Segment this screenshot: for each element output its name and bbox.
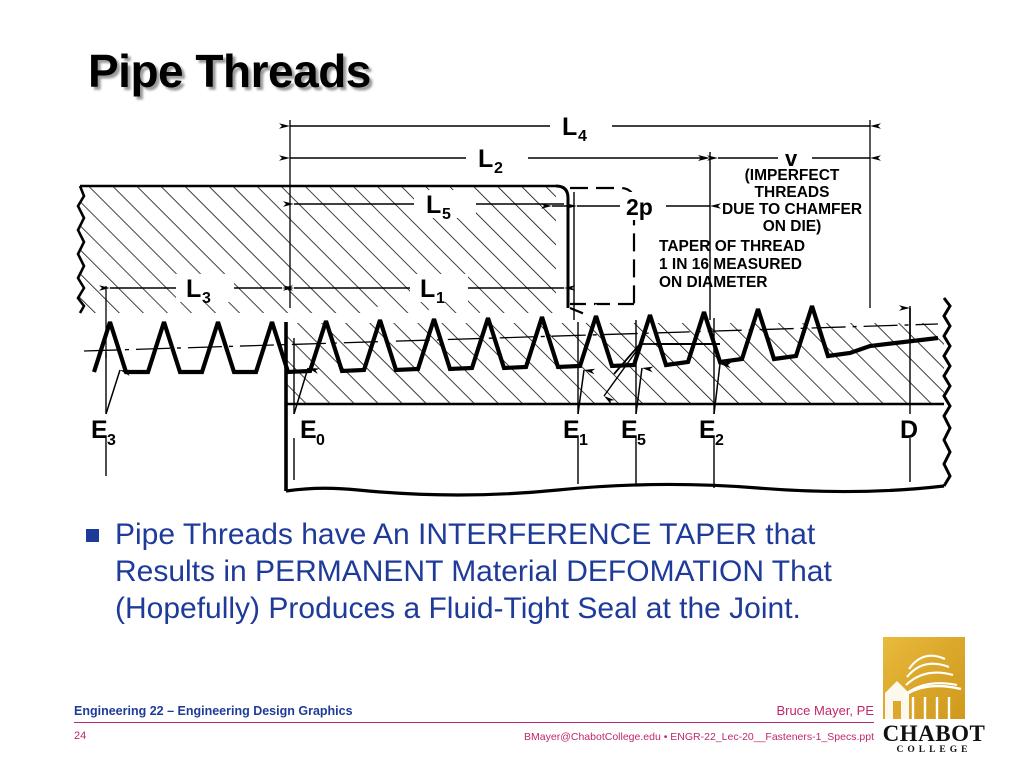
page-title: Pipe Threads bbox=[88, 45, 371, 97]
logo-name-text: CHABOT bbox=[882, 721, 986, 746]
dimension-label-L1: L bbox=[420, 275, 435, 303]
dimension-label-L4: L bbox=[562, 113, 577, 141]
body-content: Pipe Threads have An INTERFERENCE TAPER … bbox=[86, 516, 966, 628]
footer-file-reference: BMayer@ChabotCollege.edu • ENGR-22_Lec-2… bbox=[524, 731, 874, 743]
thread-pitch-centerline bbox=[83, 323, 939, 352]
svg-text:2: 2 bbox=[715, 432, 724, 449]
svg-text:5: 5 bbox=[637, 432, 646, 449]
dimension-label-2p: 2p bbox=[626, 194, 653, 220]
dimension-L5: L 5 bbox=[283, 190, 564, 223]
bottom-dimension-callouts bbox=[105, 305, 911, 488]
dome-line-art bbox=[885, 654, 962, 719]
svg-text:1: 1 bbox=[579, 432, 588, 449]
note-line-1: (IMPERFECT bbox=[745, 167, 840, 184]
dimension-label-E5: E bbox=[621, 416, 638, 444]
svg-text:4: 4 bbox=[578, 128, 587, 145]
svg-text:5: 5 bbox=[442, 206, 451, 223]
thread-profile bbox=[91, 305, 939, 375]
pipe-thread-diagram: L 4 L 2 v (IMPERFECT THREADS bbox=[58, 108, 978, 508]
dimension-label-L5: L bbox=[426, 191, 441, 219]
dimension-label-L3: L bbox=[186, 275, 201, 303]
bottom-dimension-labels: E 3 E 0 E 1 E 5 E 2 D bbox=[91, 416, 918, 449]
dimension-label-v: v bbox=[785, 146, 798, 171]
chabot-college-logo: CHABOT COLLEGE bbox=[875, 637, 993, 759]
root-pointer-arrows bbox=[105, 362, 732, 415]
svg-text:0: 0 bbox=[316, 432, 325, 449]
footer-author-label: Bruce Mayer, PE bbox=[776, 703, 874, 718]
dimension-label-E1: E bbox=[563, 416, 580, 444]
right-pipe-body bbox=[286, 296, 944, 404]
taper-note-line-1: TAPER OF THREAD bbox=[659, 238, 805, 255]
svg-text:1: 1 bbox=[436, 290, 445, 307]
bullet-text: Pipe Threads have An INTERFERENCE TAPER … bbox=[115, 518, 832, 626]
dimension-L1: L 1 bbox=[283, 274, 575, 307]
square-bullet-icon bbox=[86, 529, 99, 542]
dimension-label-E3: E bbox=[91, 416, 108, 444]
dimension-label-E0: E bbox=[300, 416, 317, 444]
footer-divider bbox=[74, 722, 874, 723]
dimension-L3: L 3 bbox=[99, 274, 293, 358]
note-line-4: ON DIE) bbox=[763, 218, 822, 235]
dimension-v: v bbox=[707, 144, 881, 171]
dimension-label-L2: L bbox=[478, 145, 493, 173]
left-pipe-body bbox=[76, 184, 556, 314]
taper-of-thread-note: TAPER OF THREAD 1 IN 16 MEASURED ON DIAM… bbox=[603, 238, 805, 405]
bullet-item: Pipe Threads have An INTERFERENCE TAPER … bbox=[86, 516, 966, 628]
pipe-thread-drawing: L 4 L 2 v (IMPERFECT THREADS bbox=[76, 112, 952, 497]
svg-text:3: 3 bbox=[107, 432, 116, 449]
slide-number: 24 bbox=[74, 730, 87, 742]
footer-course-label: Engineering 22 – Engineering Design Grap… bbox=[74, 704, 353, 718]
svg-text:2: 2 bbox=[494, 160, 503, 177]
dimension-2p: 2p bbox=[541, 192, 721, 320]
taper-note-line-3: ON DIAMETER bbox=[659, 274, 768, 291]
pipe-lower-section bbox=[284, 297, 952, 497]
dimension-L4: L 4 bbox=[279, 112, 881, 308]
svg-text:3: 3 bbox=[202, 290, 211, 307]
dimension-L2: L 2 bbox=[279, 144, 711, 320]
chabot-dome-icon bbox=[883, 637, 965, 719]
note-line-2: THREADS bbox=[755, 184, 830, 201]
dimension-label-E2: E bbox=[699, 416, 716, 444]
imperfect-threads-note: (IMPERFECT THREADS DUE TO CHAMFER ON DIE… bbox=[722, 167, 862, 235]
taper-note-line-2: 1 IN 16 MEASURED bbox=[659, 256, 802, 273]
note-line-3: DUE TO CHAMFER bbox=[722, 201, 862, 218]
dimension-label-D: D bbox=[900, 416, 918, 444]
logo-subtitle-text: COLLEGE bbox=[896, 745, 972, 755]
